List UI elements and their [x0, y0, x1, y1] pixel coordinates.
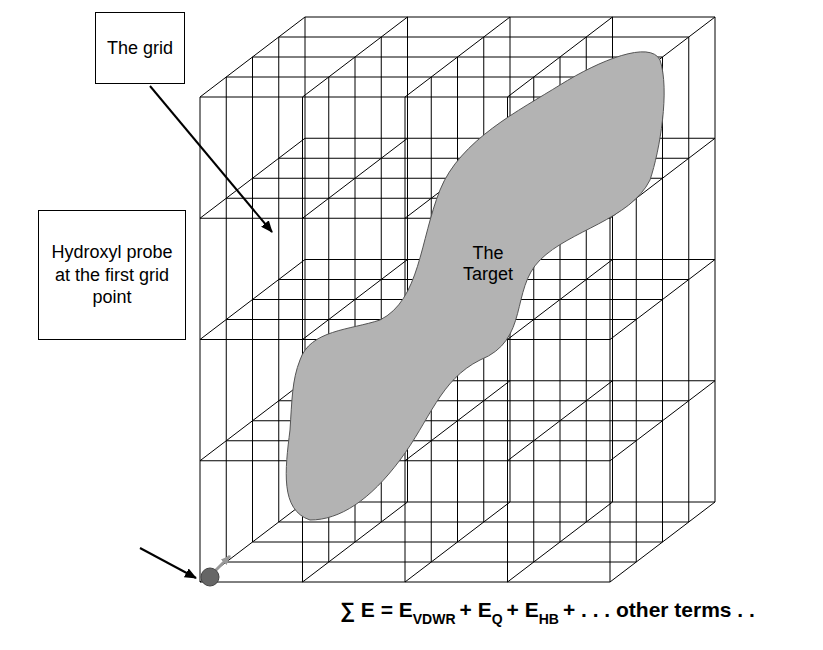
subscript: Q	[492, 611, 503, 627]
callout-box: The grid	[95, 12, 185, 84]
grid-line	[715, 17, 716, 502]
equation-term: + E	[460, 598, 492, 621]
energy-equation: ∑ E = EVDWR+ EQ+ EHB+ . . . other terms …	[340, 598, 755, 627]
target-label: The Target	[448, 243, 528, 284]
target-shape: The Target	[280, 38, 675, 528]
subscript: HB	[539, 611, 559, 627]
callout-text: The grid	[104, 37, 176, 60]
grid-line	[688, 37, 689, 522]
equation-term: ∑ E = E	[340, 598, 413, 621]
leader-line	[140, 548, 196, 578]
grid-line	[279, 37, 689, 38]
callout-box: Hydroxyl probe at the first grid point	[38, 210, 186, 340]
equation-term: + E	[507, 598, 539, 621]
grid-line	[253, 57, 663, 58]
grid-line	[305, 17, 715, 18]
callout-text: Hydroxyl probe at the first grid point	[47, 241, 177, 309]
hydroxyl-probe	[201, 568, 219, 586]
probe-arrow	[212, 556, 230, 574]
subscript: VDWR	[413, 611, 456, 627]
equation-term: + . . . other terms . .	[563, 598, 755, 621]
grid-lines	[200, 17, 715, 582]
grid-line	[610, 260, 715, 340]
